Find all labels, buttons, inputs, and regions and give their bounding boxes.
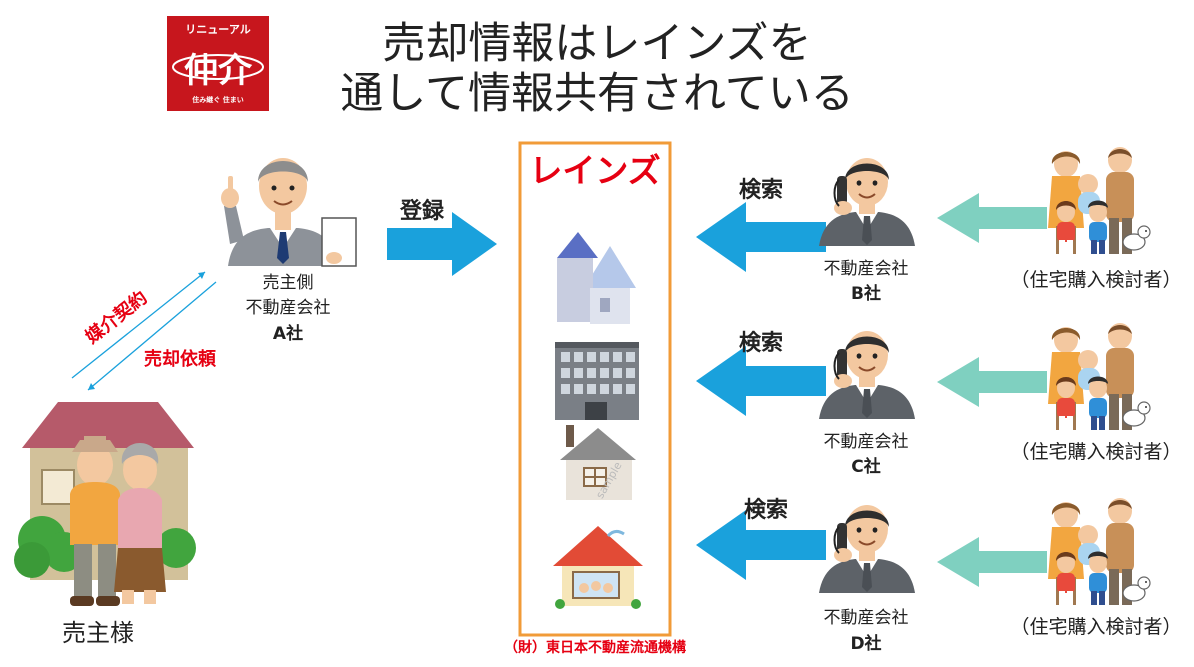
agent-c-label-line-1: 不動産会社 <box>824 432 909 452</box>
agent-b-label-line-2: B社 <box>851 283 881 304</box>
buyer-family-b-illustration <box>1047 146 1151 255</box>
agent-c-illustration <box>818 330 916 420</box>
buyer-label-d: （住宅購入検討者） <box>1010 616 1181 638</box>
buyer-family-c-illustration <box>1047 322 1151 431</box>
logo-background <box>167 16 269 111</box>
search-arrow-b <box>696 202 826 272</box>
property-blue-house <box>557 232 636 324</box>
agent-d-illustration <box>818 504 916 594</box>
seller-illustration <box>14 402 196 606</box>
logo-main-text: 仲介 <box>184 51 253 91</box>
page-title-line-1: 売却情報はレインズを <box>382 19 811 69</box>
property-red-roof-family-house <box>553 526 643 609</box>
agent-b-illustration <box>818 157 916 247</box>
inquiry-arrow-b <box>937 193 1047 243</box>
search-label-b: 検索 <box>739 178 783 203</box>
agent-a-label-line-3: A社 <box>273 323 303 344</box>
mediation-contract-arrow <box>71 271 206 379</box>
agent-a-label-line-1: 売主側 <box>263 273 314 293</box>
sale-request-arrow <box>87 281 217 391</box>
search-label-d: 検索 <box>744 498 788 523</box>
inquiry-arrow-d <box>937 537 1047 587</box>
agent-a-illustration <box>221 158 357 267</box>
buyer-label-c: （住宅購入検討者） <box>1010 441 1181 463</box>
inquiry-arrow-c <box>937 357 1047 407</box>
logo-top-text: リニューアル <box>185 23 250 36</box>
search-label-c: 検索 <box>739 331 783 356</box>
search-arrow-c <box>696 346 826 416</box>
agent-d-label-line-1: 不動産会社 <box>824 608 909 628</box>
logo-sub-text: 住み継ぐ 住まい <box>192 95 243 104</box>
agent-a-label-line-2: 不動産会社 <box>246 298 331 318</box>
register-arrow <box>387 212 497 276</box>
mediation-contract-label: 媒介契約 <box>81 286 151 348</box>
reins-title: レインズ <box>529 151 660 190</box>
logo-swoosh <box>172 54 264 80</box>
property-apartment <box>555 342 639 420</box>
buyer-family-d-illustration <box>1047 497 1151 606</box>
buyer-label-b: （住宅購入検討者） <box>1010 269 1181 291</box>
agent-d-label-line-2: D社 <box>850 633 881 654</box>
page-title-line-2: 通して情報共有されている <box>340 69 853 119</box>
seller-label: 売主様 <box>62 619 134 647</box>
agent-b-label-line-1: 不動産会社 <box>824 259 909 279</box>
reins-organization-label: （財）東日本不動産流通機構 <box>504 639 686 656</box>
property-gray-roof-house <box>560 425 636 500</box>
agent-c-label-line-2: C社 <box>851 456 880 477</box>
logo: リニューアル 仲介 住み継ぐ 住まい <box>167 16 269 111</box>
register-label: 登録 <box>399 198 445 224</box>
sale-request-label: 売却依頼 <box>144 348 217 370</box>
seller-house-roof <box>22 402 194 448</box>
